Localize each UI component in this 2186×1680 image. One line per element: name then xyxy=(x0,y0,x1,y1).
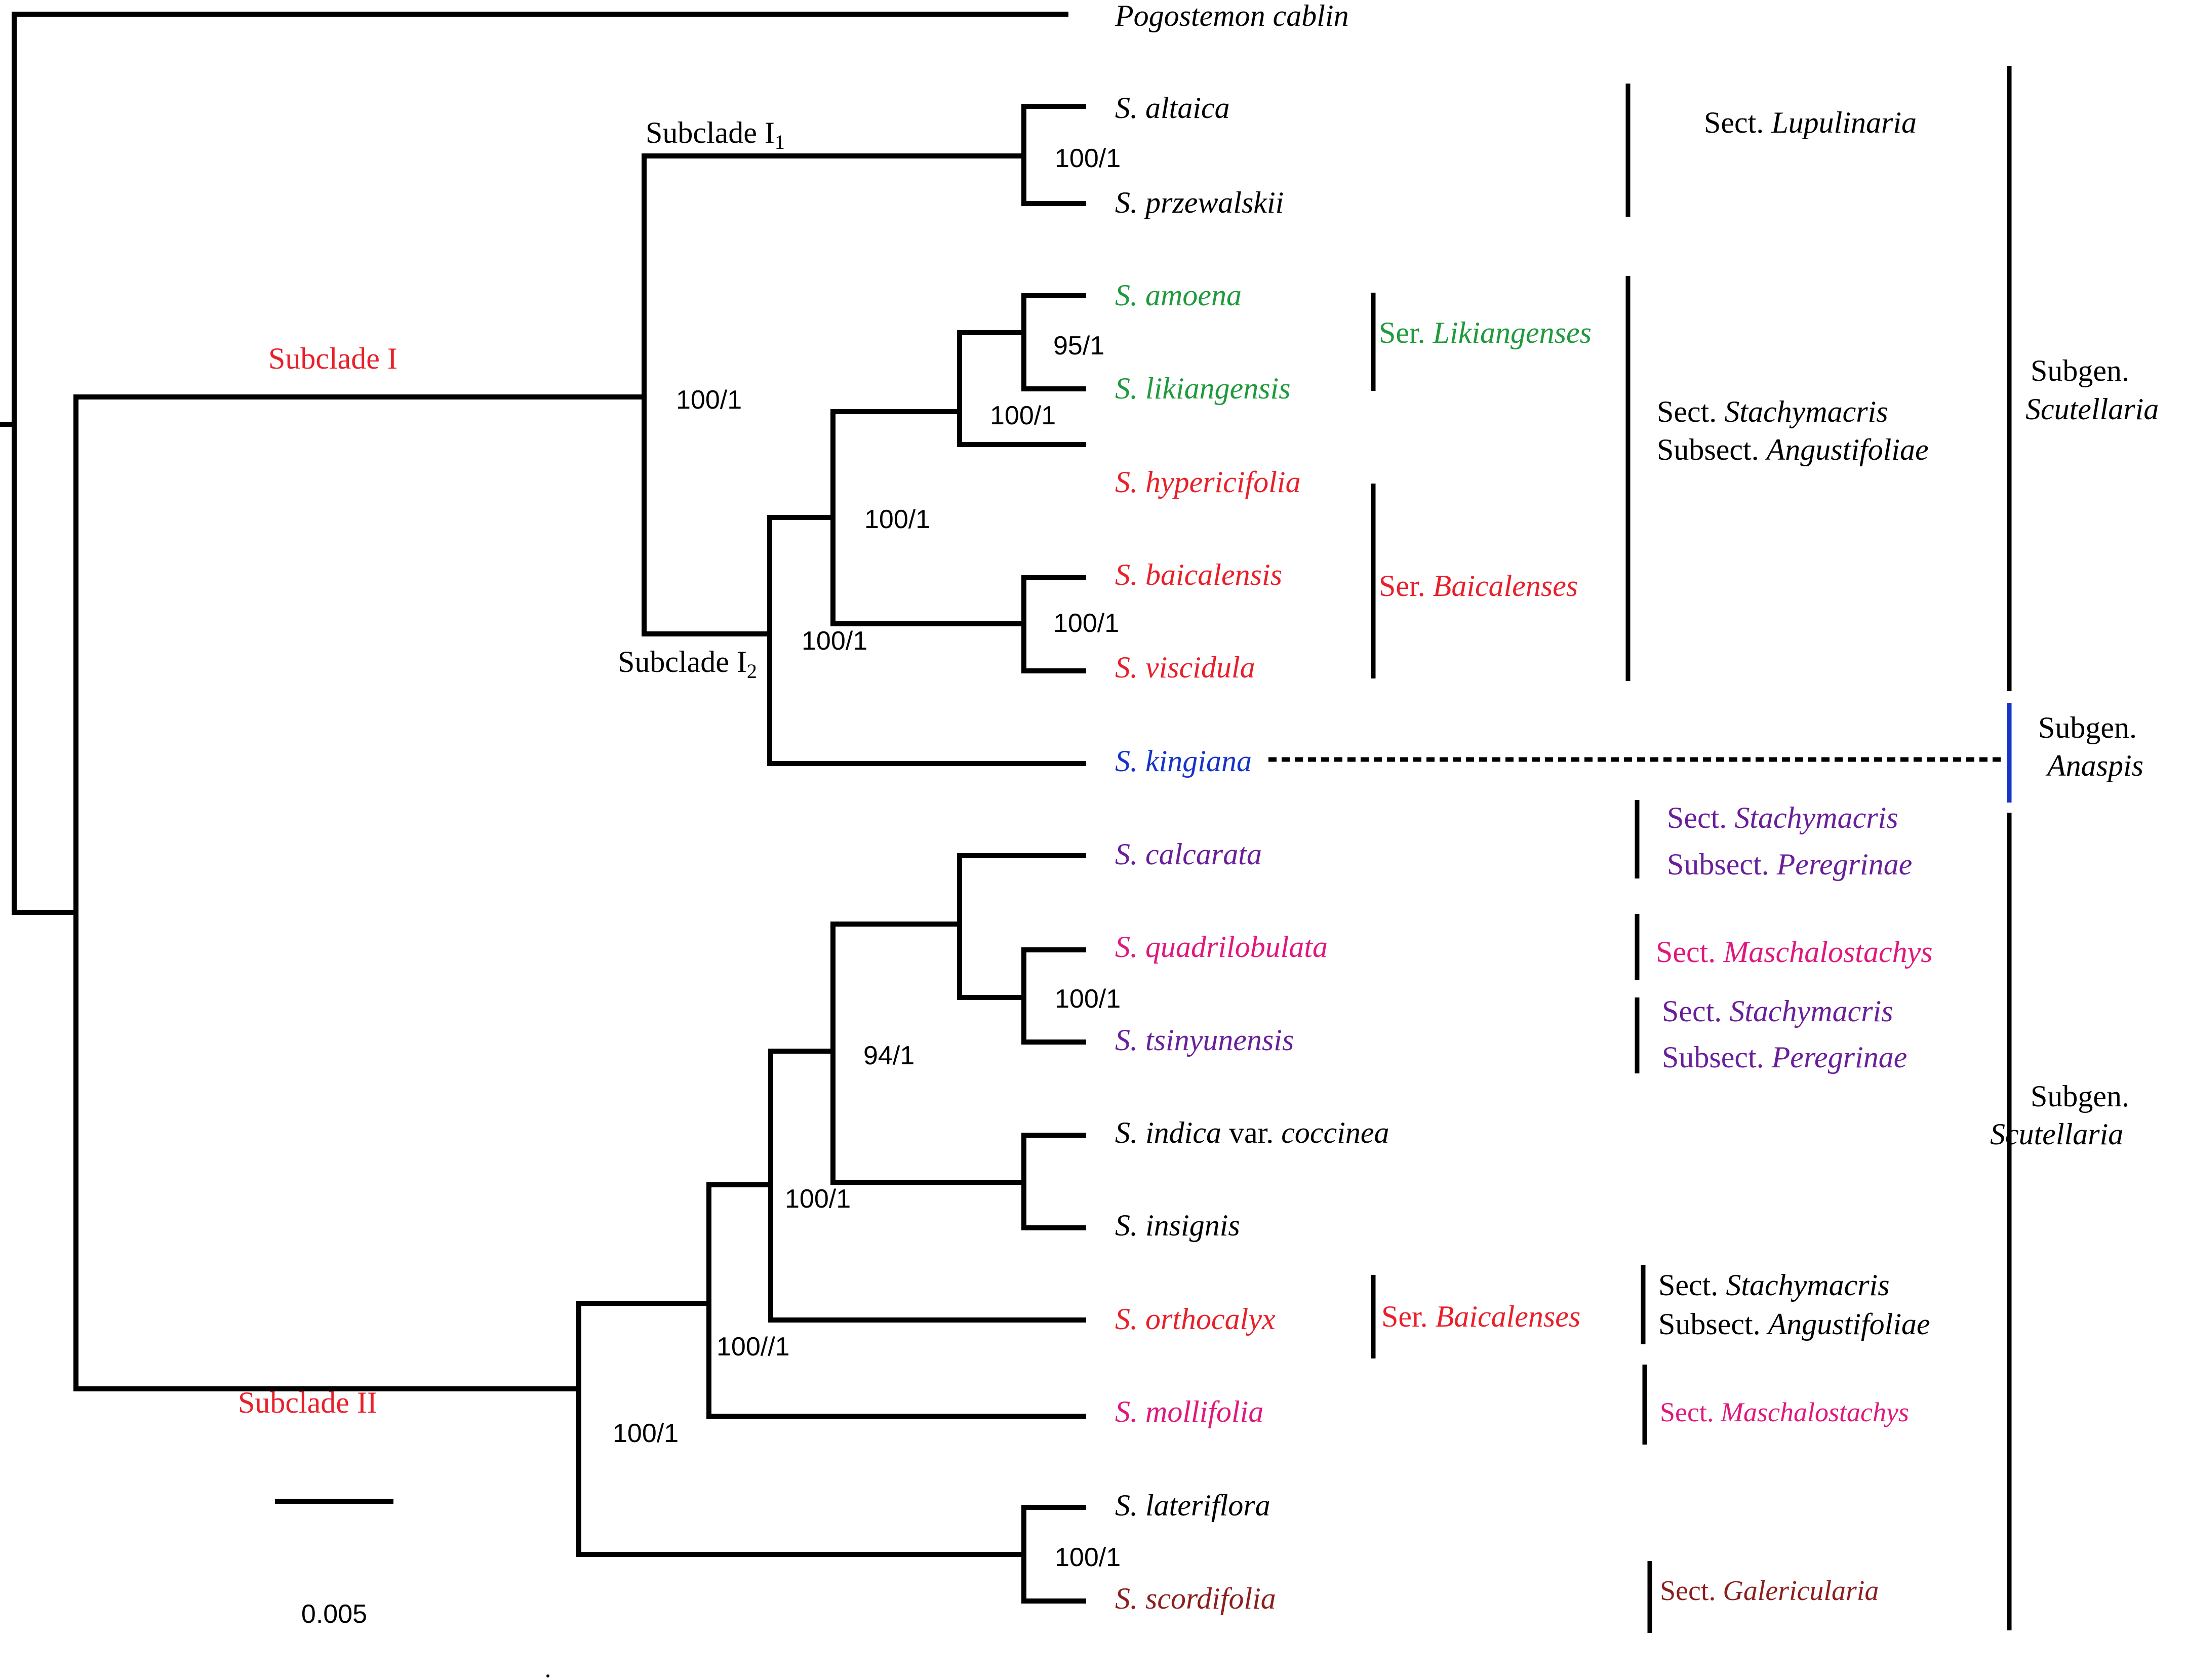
label-sect-lupulinaria: Sect. Lupulinaria xyxy=(1704,106,1917,139)
support-value: 94/1 xyxy=(863,1041,915,1070)
taxon-calcarata: S. calcarata xyxy=(1115,837,1262,871)
classification-labels: Sect. Lupulinaria Ser. Likiangenses Sect… xyxy=(1379,106,2159,1607)
label-anaspis: Anaspis xyxy=(2045,749,2143,782)
label-sect-stachymacris-tsinyunensis: Sect. Stachymacris xyxy=(1662,994,1893,1028)
support-value: 100/1 xyxy=(1055,1543,1121,1572)
support-value: 95/1 xyxy=(1053,331,1104,361)
classification-bars xyxy=(1371,66,2012,1633)
scale-bar-label: 0.005 xyxy=(301,1599,367,1629)
support-value: 100//1 xyxy=(717,1332,790,1362)
support-value: 100/1 xyxy=(1055,144,1121,173)
label-scutellaria-bottom: Scutellaria xyxy=(1990,1117,2123,1151)
label-ser-likiangenses: Ser. Likiangenses xyxy=(1379,316,1592,349)
label-sect-stachymacris-orthocalyx: Sect. Stachymacris xyxy=(1658,1268,1890,1302)
label-ser-baicalenses-bottom: Ser. Baicalenses xyxy=(1381,1300,1580,1333)
label-subsect-peregrinae-calcarata: Subsect. Peregrinae xyxy=(1667,848,1912,881)
support-value: 100/1 xyxy=(990,401,1056,430)
support-value: 100/1 xyxy=(864,505,930,534)
label-sect-galericularia: Sect. Galericularia xyxy=(1660,1575,1879,1607)
support-values: 100/1 95/1 100/1 100/1 100/1 100/1 100/1… xyxy=(613,144,1121,1572)
label-subgen-anaspis: Subgen. xyxy=(2038,711,2137,744)
label-sect-stachymacris-calcarata: Sect. Stachymacris xyxy=(1667,801,1898,834)
taxon-orthocalyx: S. orthocalyx xyxy=(1115,1302,1276,1336)
label-scutellaria-top: Scutellaria xyxy=(2025,392,2159,426)
label-ser-baicalenses-top: Ser. Baicalenses xyxy=(1379,569,1578,603)
taxon-kingiana: S. kingiana xyxy=(1115,744,1252,778)
support-value: 100/1 xyxy=(1053,609,1119,638)
support-value: 100/1 xyxy=(1055,984,1121,1014)
clade-label-subclade-I: Subclade I xyxy=(268,342,398,375)
taxon-tsinyunensis: S. tsinyunensis xyxy=(1115,1023,1294,1057)
label-sect-maschalostachys-mollifolia: Sect. Maschalostachys xyxy=(1660,1397,1909,1427)
support-value: 100/1 xyxy=(802,626,867,656)
taxon-lateriflora: S. lateriflora xyxy=(1115,1489,1270,1522)
taxon-indica: S. indica var. coccinea xyxy=(1115,1116,1389,1149)
tree-branches xyxy=(0,12,1086,1604)
clade-labels: Subclade I Subclade II Subclade I1 Subcl… xyxy=(238,116,785,1419)
label-subgen-top: Subgen. xyxy=(2031,354,2129,387)
taxon-outgroup: Pogostemon cablin xyxy=(1115,0,1349,32)
taxon-mollifolia: S. mollifolia xyxy=(1115,1395,1263,1428)
taxon-quadrilobulata: S. quadrilobulata xyxy=(1115,930,1328,964)
clade-label-subclade-I1: Subclade I1 xyxy=(646,116,785,153)
label-subgen-bottom: Subgen. xyxy=(2031,1079,2129,1113)
support-value: 100/1 xyxy=(785,1184,851,1214)
taxon-hypericifolia: S. hypericifolia xyxy=(1115,465,1301,499)
clade-label-subclade-II: Subclade II xyxy=(238,1386,377,1419)
taxon-altaica: S. altaica xyxy=(1115,91,1230,125)
taxon-przewalskii: S. przewalskii xyxy=(1115,186,1284,219)
support-value: 100/1 xyxy=(613,1419,679,1448)
stray-dot xyxy=(546,1674,549,1677)
taxon-labels: Pogostemon cablin S. altaica S. przewals… xyxy=(1115,0,1389,1615)
label-subsect-peregrinae-tsinyunensis: Subsect. Peregrinae xyxy=(1662,1041,1907,1074)
support-value: 100/1 xyxy=(676,385,742,415)
taxon-baicalensis: S. baicalensis xyxy=(1115,558,1282,591)
taxon-insignis: S. insignis xyxy=(1115,1209,1240,1242)
taxon-scordifolia: S. scordifolia xyxy=(1115,1582,1276,1615)
label-subsect-angustifoliae-orthocalyx: Subsect. Angustifoliae xyxy=(1658,1307,1930,1341)
label-subsect-angustifoliae-top: Subsect. Angustifoliae xyxy=(1657,433,1929,466)
clade-label-subclade-I2: Subclade I2 xyxy=(618,645,757,683)
label-sect-maschalostachys-quadrilobulata: Sect. Maschalostachys xyxy=(1656,935,1933,969)
label-sect-stachymacris-top: Sect. Stachymacris xyxy=(1657,395,1888,428)
taxon-viscidula: S. viscidula xyxy=(1115,651,1255,684)
taxon-amoena: S. amoena xyxy=(1115,278,1242,312)
taxon-likiangensis: S. likiangensis xyxy=(1115,372,1291,405)
